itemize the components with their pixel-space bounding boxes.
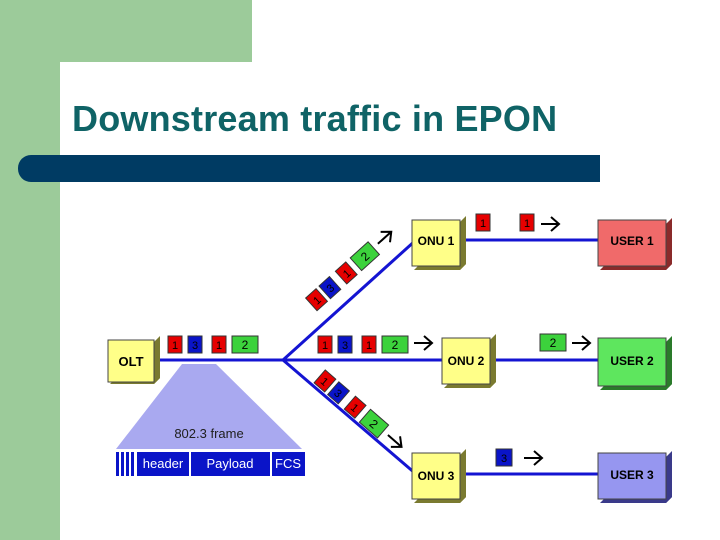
svg-text:2: 2 — [550, 336, 557, 350]
onu2-label: ONU 2 — [448, 354, 485, 368]
packet-2 — [349, 241, 381, 272]
frame-expansion-shape — [116, 364, 302, 449]
packets-to-onu2: 1 3 1 2 — [317, 335, 433, 354]
packet-2 — [358, 408, 390, 439]
packet-2 — [231, 335, 259, 354]
frame-preamble — [116, 452, 134, 476]
frame-field-header — [137, 452, 189, 476]
onu1-label: ONU 1 — [418, 234, 455, 248]
svg-text:1: 1 — [524, 218, 530, 230]
packet-1 — [334, 261, 358, 285]
onu3-label: ONU 3 — [418, 469, 455, 483]
packet-3 — [337, 335, 353, 354]
slide-title: Downstream traffic in EPON — [72, 98, 558, 139]
side-band-top — [0, 0, 252, 62]
svg-text:3: 3 — [342, 340, 348, 352]
svg-text:2: 2 — [242, 338, 249, 352]
packet-1 — [343, 395, 367, 419]
packet-1 — [304, 287, 329, 312]
packet-3 — [495, 448, 513, 467]
svg-text:3: 3 — [501, 453, 507, 465]
svg-text:1: 1 — [172, 340, 178, 352]
packets-onu2: 2 — [539, 333, 591, 352]
packets-olt-out: 1 3 1 2 — [167, 335, 259, 354]
frame-field-header-label: header — [143, 456, 184, 471]
onu2-box: ONU 2 — [441, 334, 496, 388]
user1-label: USER 1 — [610, 234, 654, 248]
svg-text:1: 1 — [322, 340, 328, 352]
svg-text:1: 1 — [216, 340, 222, 352]
title-underline-bar — [18, 155, 600, 182]
packets-onu3: 3 — [495, 448, 543, 467]
onu3-box: ONU 3 — [411, 449, 466, 503]
packet-1 — [317, 335, 333, 354]
olt-label: OLT — [118, 354, 143, 369]
link-splitter-onu1 — [281, 238, 418, 362]
user1-box: USER 1 — [597, 218, 672, 270]
frame-field-fcs — [272, 452, 305, 476]
packets-onu1: 1 1 — [475, 213, 560, 232]
packet-3 — [326, 381, 351, 405]
packet-3 — [187, 335, 203, 354]
onu1-box: ONU 1 — [411, 216, 466, 270]
frame-field-payload — [191, 452, 270, 476]
olt-box: OLT — [107, 336, 160, 384]
frame-field-payload-label: Payload — [207, 456, 254, 471]
packet-1 — [475, 213, 491, 232]
frame-fields: header Payload FCS — [116, 452, 305, 476]
packet-1 — [167, 335, 183, 354]
user2-box: USER 2 — [597, 336, 672, 390]
user3-label: USER 3 — [610, 468, 654, 482]
user2-label: USER 2 — [610, 354, 654, 368]
packet-2 — [539, 333, 567, 352]
frame-caption: 802.3 frame — [174, 426, 243, 441]
frame-field-fcs-label: FCS — [275, 456, 301, 471]
side-band-left — [0, 0, 60, 540]
svg-text:1: 1 — [366, 340, 372, 352]
svg-text:1: 1 — [480, 218, 486, 230]
fiber-links — [158, 238, 598, 476]
user3-box: USER 3 — [597, 451, 672, 503]
packet-3 — [318, 275, 342, 300]
packets-to-onu3: 1 3 1 2 — [313, 369, 408, 454]
packet-2 — [381, 335, 409, 354]
packet-1 — [313, 369, 337, 393]
svg-text:2: 2 — [392, 338, 399, 352]
link-splitter-onu3 — [282, 358, 417, 476]
packet-1 — [361, 335, 377, 354]
svg-text:3: 3 — [192, 340, 198, 352]
packets-to-onu1: 1 3 1 2 — [304, 225, 397, 312]
packet-1 — [211, 335, 227, 354]
packet-1 — [519, 213, 535, 232]
